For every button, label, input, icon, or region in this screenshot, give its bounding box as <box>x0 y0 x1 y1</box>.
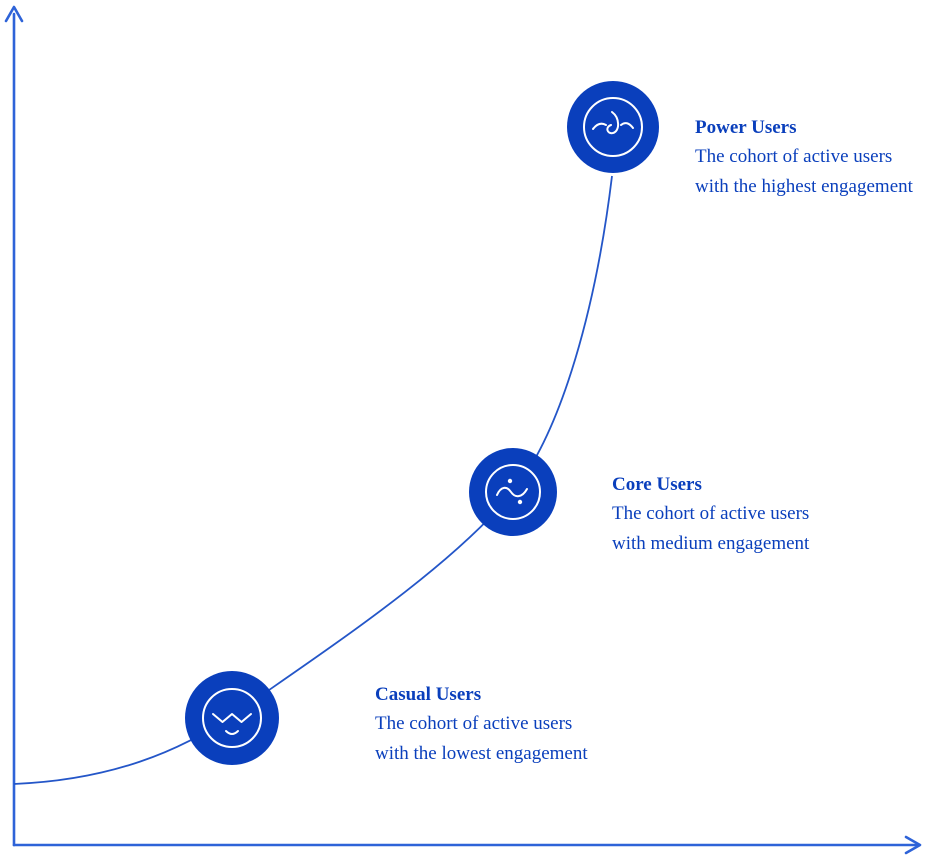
up-arrow-icon <box>4 5 24 23</box>
cohort-title: Core Users <box>612 474 702 495</box>
right-arrow-icon <box>904 835 922 855</box>
content-face-icon <box>485 464 541 520</box>
marker-disc <box>185 671 279 765</box>
cohort-description: The cohort of active users with the lowe… <box>375 713 588 764</box>
cohort-label-core: Core Users The cohort of active users wi… <box>612 470 827 558</box>
cohort-description: The cohort of active users with medium e… <box>612 503 810 554</box>
cohort-title: Casual Users <box>375 684 482 705</box>
relaxed-face-icon <box>202 688 262 748</box>
core-users-marker <box>469 448 557 536</box>
cohort-title: Power Users <box>695 117 797 138</box>
cohort-label-power: Power Users The cohort of active users w… <box>695 113 923 201</box>
growth-curve <box>13 175 613 785</box>
cohort-description: The cohort of active users with the high… <box>695 146 913 197</box>
power-users-marker <box>567 81 659 173</box>
energized-face-icon <box>583 97 643 157</box>
y-axis <box>4 5 24 847</box>
cohort-label-casual: Casual Users The cohort of active users … <box>375 680 590 768</box>
x-axis <box>12 835 922 855</box>
marker-disc <box>567 81 659 173</box>
marker-disc <box>469 448 557 536</box>
casual-users-marker <box>185 671 279 765</box>
